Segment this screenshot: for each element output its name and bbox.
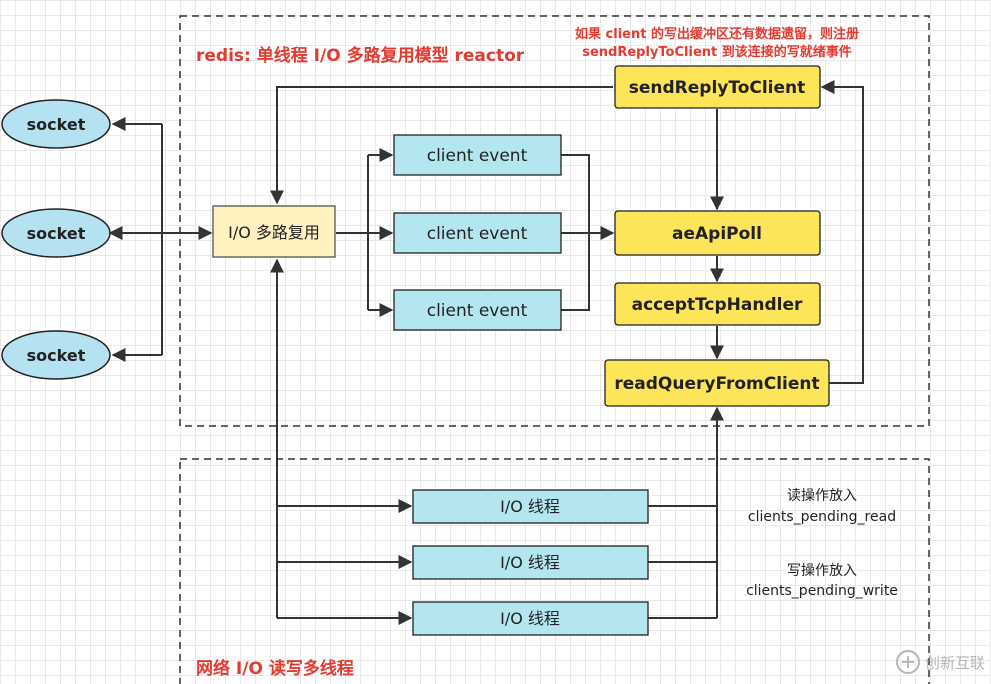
watermark-logo-cross [902, 656, 914, 668]
event-3-out [561, 233, 590, 311]
io-thread-node-3: I/O 线程 [412, 601, 649, 636]
client-event-label: client event [427, 146, 528, 166]
watermark-text: 创新互联 [925, 654, 985, 672]
io-thread-label: I/O 线程 [500, 497, 560, 516]
socket-node-2: socket [1, 208, 111, 258]
send-reply-note-line2: sendReplyToClient 到该连接的写就绪事件 [582, 44, 852, 60]
read-note-line1: 读操作放入 [787, 487, 857, 504]
socket-node-1: socket [1, 99, 111, 149]
io-thread-label: I/O 线程 [500, 553, 560, 572]
read-note-line2: clients_pending_read [748, 509, 896, 525]
accept-tcp-label: acceptTcpHandler [632, 295, 803, 315]
reactor-title: redis: 单线程 I/O 多路复用模型 reactor [196, 45, 525, 66]
client-event-label: client event [427, 301, 528, 321]
multiplexer-node: I/O 多路复用 [212, 205, 336, 258]
socket-label: socket [27, 115, 86, 134]
write-note-line1: 写操作放入 [787, 563, 857, 579]
event-1-out [561, 154, 590, 233]
accept-tcp-node: acceptTcpHandler [614, 282, 821, 326]
connectors [108, 80, 864, 625]
client-event-node-1: client event [393, 134, 562, 176]
write-note-line2: clients_pending_write [746, 583, 898, 599]
io-thread-label: I/O 线程 [500, 609, 560, 628]
send-reply-label: sendReplyToClient [629, 78, 806, 98]
ae-api-poll-node: aeApiPoll [614, 210, 821, 256]
socket-label: socket [27, 346, 86, 365]
watermark: 创新互联 [896, 650, 985, 674]
ae-api-poll-label: aeApiPoll [672, 224, 762, 244]
read-query-node: readQueryFromClient [604, 359, 830, 407]
client-event-node-2: client event [393, 212, 562, 254]
io-thread-node-2: I/O 线程 [412, 545, 649, 580]
read-query-label: readQueryFromClient [614, 374, 819, 394]
client-event-label: client event [427, 224, 528, 244]
reactor-group-frame [179, 15, 930, 427]
io-threads-group-frame [179, 458, 930, 684]
arrow-read-to-send [820, 80, 864, 384]
io-thread-node-1: I/O 线程 [412, 489, 649, 524]
send-reply-note-line1: 如果 client 的写出缓冲区还有数据遗留，则注册 [575, 26, 859, 42]
socket-node-3: socket [1, 330, 111, 380]
client-event-node-3: client event [393, 289, 562, 331]
arrow-send-to-mux [270, 86, 613, 205]
watermark-logo-icon [896, 650, 920, 674]
multiplexer-label: I/O 多路复用 [228, 223, 320, 242]
socket-label: socket [27, 224, 86, 243]
send-reply-node: sendReplyToClient [614, 65, 821, 109]
io-threads-title: 网络 I/O 读写多线程 [196, 658, 354, 679]
